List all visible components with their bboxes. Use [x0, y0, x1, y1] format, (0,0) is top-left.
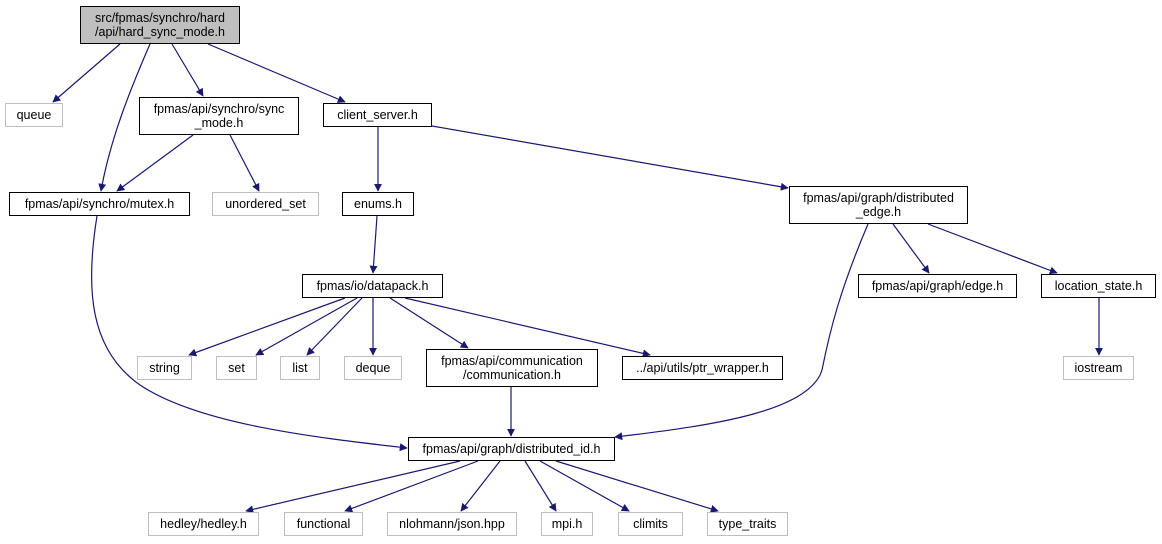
node-json: nlohmann/json.hpp	[387, 512, 517, 536]
edge-enums-to-datapack	[369, 215, 378, 274]
node-root: src/fpmas/synchro/hard /api/hard_sync_mo…	[80, 6, 240, 44]
node-datapack[interactable]: fpmas/io/datapack.h	[302, 274, 443, 298]
edge-datapack-to-communication	[389, 297, 469, 349]
node-location-state[interactable]: location_state.h	[1041, 274, 1156, 298]
edge-sync-mode-to-unordered-set	[229, 134, 260, 192]
edge-mutex-to-distributed-id	[90, 215, 408, 452]
node-communication[interactable]: fpmas/api/communication /communication.h	[426, 349, 598, 387]
node-sync-mode[interactable]: fpmas/api/synchro/sync _mode.h	[139, 97, 299, 135]
edge-distributed-id-to-hedley	[245, 460, 461, 514]
node-client-server[interactable]: client_server.h	[323, 103, 432, 127]
node-climits: climits	[618, 512, 683, 536]
edge-distributed-edge-to-distributed-id	[614, 223, 869, 441]
edge-datapack-to-list	[306, 297, 363, 356]
node-type-traits: type_traits	[707, 512, 788, 536]
edge-distributed-id-to-functional	[344, 460, 479, 513]
node-set: set	[216, 356, 257, 380]
edge-datapack-to-ptr-wrapper	[404, 297, 651, 358]
node-unordered-set: unordered_set	[212, 192, 319, 216]
node-distributed-edge[interactable]: fpmas/api/graph/distributed _edge.h	[789, 186, 968, 224]
edge-datapack-to-string	[188, 297, 346, 357]
node-ptr-wrapper[interactable]: ../api/utils/ptr_wrapper.h	[622, 356, 783, 380]
edge-sync-mode-to-mutex	[116, 134, 194, 192]
edge-datapack-to-set	[255, 297, 358, 356]
edge-root-to-queue	[52, 43, 121, 103]
node-mpi: mpi.h	[541, 512, 593, 536]
node-deque: deque	[344, 356, 402, 380]
node-mutex[interactable]: fpmas/api/synchro/mutex.h	[9, 192, 190, 216]
node-distributed-id[interactable]: fpmas/api/graph/distributed_id.h	[408, 437, 615, 461]
node-enums[interactable]: enums.h	[342, 192, 414, 216]
edge-distributed-id-to-climits	[539, 460, 630, 512]
edge-distributed-edge-to-edge	[892, 223, 930, 274]
edge-root-to-mutex	[98, 43, 151, 192]
node-edge[interactable]: fpmas/api/graph/edge.h	[858, 274, 1017, 298]
node-hedley: hedley/hedley.h	[148, 512, 259, 536]
node-iostream: iostream	[1063, 356, 1134, 380]
edge-client-server-to-distributed-edge	[431, 125, 789, 191]
edge-distributed-edge-to-location-state	[927, 223, 1058, 275]
node-queue: queue	[5, 103, 63, 127]
edge-distributed-id-to-type-traits	[555, 460, 719, 513]
node-string: string	[137, 356, 192, 380]
edge-distributed-id-to-json	[460, 460, 501, 512]
edge-root-to-client-server	[207, 43, 346, 103]
node-list: list	[280, 356, 320, 380]
edge-distributed-id-to-mpi	[524, 460, 557, 512]
node-functional: functional	[284, 512, 363, 536]
edge-root-to-sync-mode	[171, 43, 204, 97]
